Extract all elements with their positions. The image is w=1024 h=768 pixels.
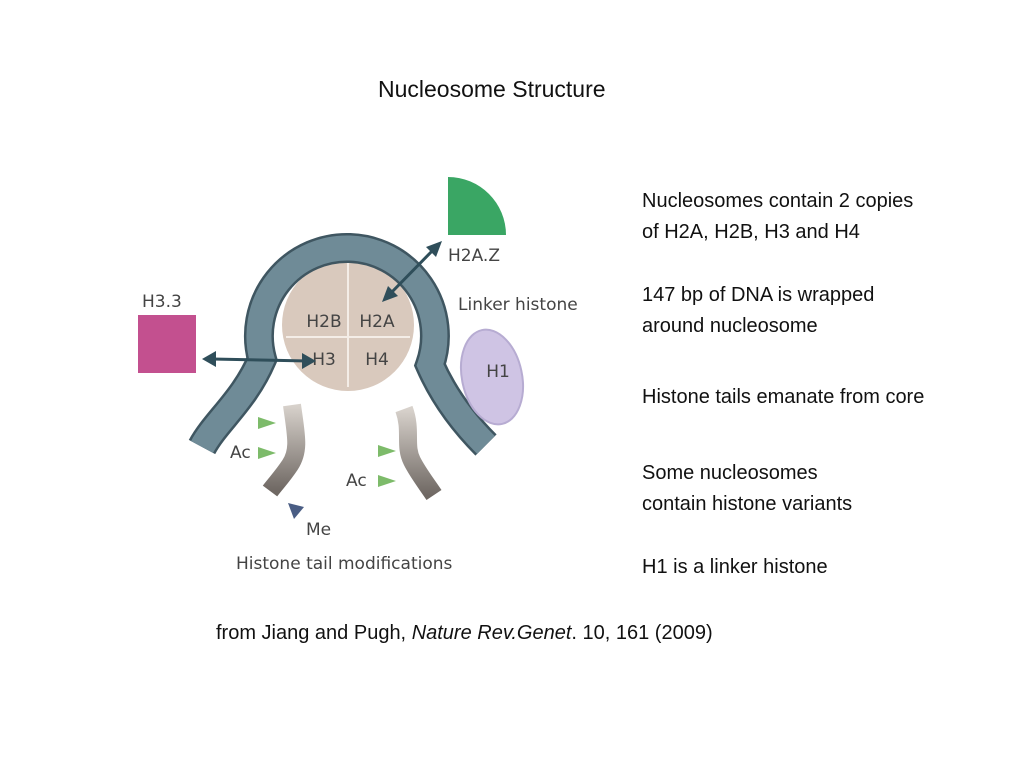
dna-strand-fill <box>190 235 495 454</box>
ac-label-right: Ac <box>346 471 367 491</box>
ac-marker-left-2 <box>258 447 276 459</box>
histone-tail-modifications-label: Histone tail modifications <box>236 554 453 574</box>
note-copies: Nucleosomes contain 2 copies of H2A, H2B… <box>642 190 914 243</box>
citation-suffix: . 10, 161 (2009) <box>571 622 713 644</box>
h2a-label: H2A <box>359 312 395 332</box>
ac-marker-right-1 <box>378 445 396 457</box>
h2az-arrowhead-inner <box>382 286 398 302</box>
ac-label-left: Ac <box>230 443 251 463</box>
h1-label: H1 <box>486 362 510 382</box>
note-variants: Some nucleosomes contain histone variant… <box>642 462 853 515</box>
ac-marker-left-1 <box>258 417 276 429</box>
me-label: Me <box>306 520 331 540</box>
slide-title: Nucleosome Structure <box>378 76 606 102</box>
h4-label: H4 <box>365 350 389 370</box>
me-marker <box>288 503 304 519</box>
note-dna-wrap: 147 bp of DNA is wrapped around nucleoso… <box>642 284 875 337</box>
h2az-exchange-arrow <box>386 245 438 298</box>
h2az-variant-shape <box>448 177 506 235</box>
histone-tail-left <box>262 403 306 497</box>
citation-journal: Nature Rev.Genet <box>411 622 572 644</box>
h2b-label: H2B <box>306 312 341 332</box>
h33-label: H3.3 <box>142 292 182 312</box>
linker-histone-label: Linker histone <box>458 295 578 315</box>
h33-variant-shape <box>138 315 196 373</box>
histone-tail-right <box>395 405 442 501</box>
ac-marker-right-2 <box>378 475 396 487</box>
note-h1: H1 is a linker histone <box>642 556 828 578</box>
nucleosome-diagram: H2B H2A H3 H4 H2A.Z H3.3 Linker histone … <box>138 177 578 574</box>
citation: from Jiang and Pugh, Nature Rev.Genet. 1… <box>216 622 713 645</box>
h1-linker-histone <box>460 328 524 426</box>
h33-arrowhead-inner <box>302 353 316 369</box>
citation-prefix: from Jiang and Pugh, <box>216 622 412 644</box>
h33-arrowhead-outer <box>202 351 216 367</box>
h2az-arrowhead-outer <box>426 241 442 257</box>
h3-label: H3 <box>312 350 336 370</box>
note-tails: Histone tails emanate from core <box>642 386 925 408</box>
h33-exchange-arrow <box>211 357 309 363</box>
h2az-label: H2A.Z <box>448 246 500 266</box>
